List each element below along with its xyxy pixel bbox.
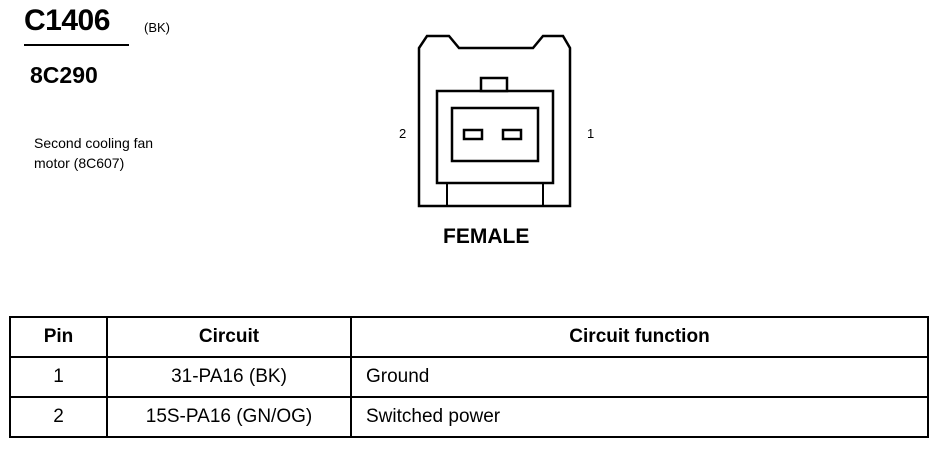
connector-gender-label: FEMALE [443, 225, 530, 248]
column-header-pin: Pin [9, 316, 108, 358]
connector-key [479, 76, 509, 93]
pin-cell: 2 [9, 396, 108, 438]
column-header-circuit: Circuit [106, 316, 352, 358]
table-row: 2 15S-PA16 (GN/OG) Switched power [9, 396, 929, 438]
pin-1-terminal [501, 128, 523, 141]
pin-cell: 1 [9, 356, 108, 398]
terminal-cavity-block [450, 106, 540, 163]
title-rule [24, 44, 129, 46]
component-description: Second cooling fan motor (8C607) [34, 133, 153, 173]
function-cell: Switched power [350, 396, 929, 438]
table-header-row: Pin Circuit Circuit function [9, 316, 929, 358]
circuit-cell: 31-PA16 (BK) [106, 356, 352, 398]
circuit-cell: 15S-PA16 (GN/OG) [106, 396, 352, 438]
connector-face-diagram [417, 34, 572, 208]
description-line-2: motor (8C607) [34, 155, 125, 171]
column-header-function: Circuit function [350, 316, 929, 358]
pin-label-2: 2 [399, 126, 407, 141]
connector-shroud [435, 89, 555, 185]
description-line-1: Second cooling fan [34, 135, 154, 151]
part-number: 8C290 [30, 62, 98, 88]
connector-id: C1406 [24, 4, 110, 37]
color-code: (BK) [144, 20, 170, 35]
pin-label-1: 1 [587, 126, 595, 141]
function-cell: Ground [350, 356, 929, 398]
table-row: 1 31-PA16 (BK) Ground [9, 356, 929, 398]
connector-housing [417, 34, 572, 208]
pin-2-terminal [462, 128, 484, 141]
pinout-table: Pin Circuit Circuit function 1 31-PA16 (… [9, 316, 929, 438]
